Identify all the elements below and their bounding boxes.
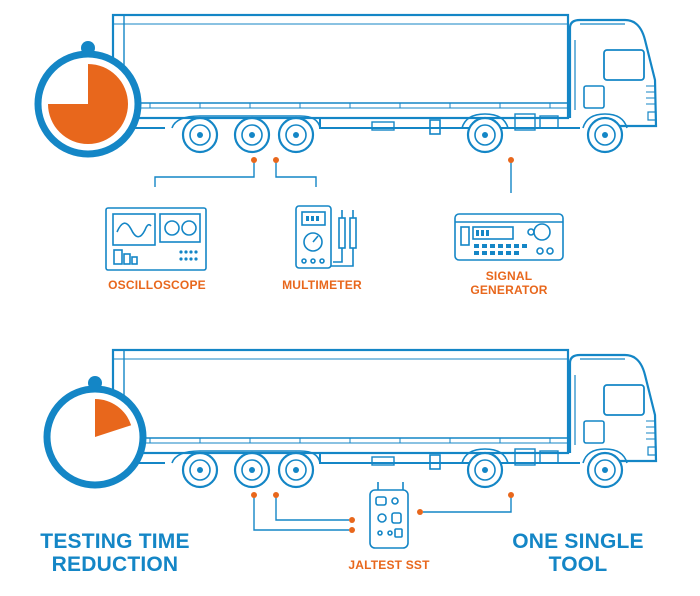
caption-one-single-line2: TOOL (548, 553, 608, 576)
oscilloscope-label: OSCILLOSCOPE (108, 278, 206, 292)
connector-dots-bottom (251, 492, 514, 533)
caption-one-single-line1: ONE SINGLE (512, 530, 644, 553)
connector-lines-top (154, 160, 512, 193)
signal-generator-icon (454, 213, 564, 261)
signal-generator-label-line1: SIGNAL (485, 269, 533, 283)
caption-testing-time-line1: TESTING TIME (40, 530, 190, 553)
oscilloscope-icon (105, 207, 207, 271)
jaltest-sst-device-icon (369, 482, 409, 549)
connector-dots-top (251, 157, 514, 163)
multimeter-icon (295, 205, 357, 269)
stopwatch-top-icon (34, 41, 142, 158)
multimeter-label: MULTIMETER (282, 278, 362, 292)
caption-testing-time-line2: REDUCTION (51, 553, 179, 576)
connector-lines-bottom (253, 495, 512, 531)
stopwatch-bottom-icon (43, 376, 147, 489)
jaltest-sst-label: JALTEST SST (348, 558, 430, 572)
signal-generator-label-line2: GENERATOR (470, 283, 548, 297)
